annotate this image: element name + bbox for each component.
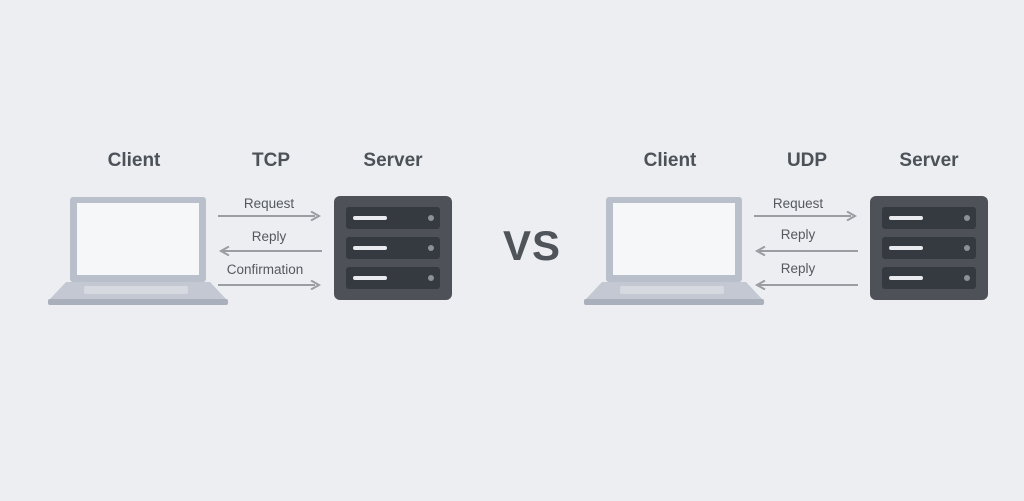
protocol-label: UDP bbox=[786, 150, 828, 171]
message-label: Reply bbox=[251, 229, 287, 244]
arrow-right-icon bbox=[218, 280, 322, 290]
message-label: Reply bbox=[780, 261, 816, 276]
laptop-icon bbox=[48, 197, 228, 305]
arrow-left-icon bbox=[754, 280, 858, 290]
arrow-right-icon bbox=[218, 211, 322, 221]
vs-label: VS bbox=[502, 222, 562, 269]
client-label: Client bbox=[107, 150, 161, 171]
protocol-label: TCP bbox=[252, 150, 290, 171]
message-label: Request bbox=[243, 196, 295, 211]
server-icon bbox=[870, 196, 988, 300]
message-label: Reply bbox=[780, 227, 816, 242]
server-label: Server bbox=[363, 150, 423, 171]
server-label: Server bbox=[899, 150, 959, 171]
arrow-left-icon bbox=[754, 246, 858, 256]
message-label: Confirmation bbox=[226, 262, 304, 277]
arrow-left-icon bbox=[218, 246, 322, 256]
laptop-icon bbox=[584, 197, 764, 305]
udp-panel: Client UDP Server Request Reply Reply bbox=[576, 0, 996, 501]
server-icon bbox=[334, 196, 452, 300]
arrow-right-icon bbox=[754, 211, 858, 221]
message-label: Request bbox=[772, 196, 824, 211]
tcp-panel: Client TCP Server Request Reply Confirma… bbox=[40, 0, 460, 501]
client-label: Client bbox=[643, 150, 697, 171]
